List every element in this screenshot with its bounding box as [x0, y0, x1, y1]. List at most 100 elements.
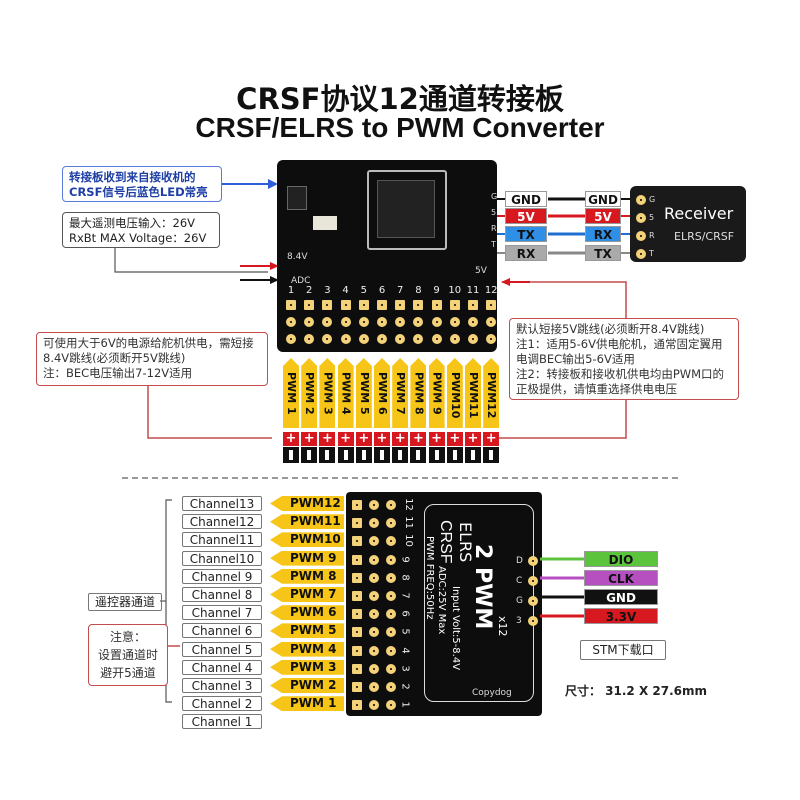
bottom-channel-number: 5 — [399, 628, 411, 636]
channel-label: Channel 2 — [182, 696, 262, 712]
stm-pad — [528, 576, 538, 586]
stm-pad-label: C — [516, 576, 523, 586]
solder-pad — [286, 300, 296, 310]
wire-tag-receiver: GND — [585, 191, 621, 207]
bottom-channel-number: 12 — [402, 498, 414, 511]
pwm-label-text: PWM 6 — [376, 372, 389, 415]
bottom-channel-number: 7 — [399, 592, 411, 599]
solder-pad — [352, 682, 362, 692]
label-5v: 5V — [475, 266, 487, 276]
bottom-channel-number: 1 — [399, 701, 411, 708]
pwm-label-tag: PWM 5 — [355, 358, 372, 428]
channel-number: 9 — [433, 285, 440, 296]
solder-pad — [413, 317, 424, 327]
solder-pad — [352, 518, 362, 529]
channel-number: 2 — [306, 285, 313, 296]
negative-pin — [446, 447, 463, 463]
solder-pad — [352, 500, 362, 510]
solder-pad — [386, 500, 396, 510]
mcu-outline — [367, 170, 447, 250]
top-board: 8.4V ADC 5V G 5 R T — [277, 160, 497, 352]
solder-pad — [340, 300, 351, 310]
solder-pad — [286, 334, 296, 344]
solder-pad — [369, 500, 379, 510]
receiver-pin-label: 5 — [649, 213, 655, 222]
label-adc: ADC — [291, 276, 311, 286]
solder-pad — [386, 518, 396, 529]
stm-pad-label: 3 — [516, 616, 522, 626]
pwm-output-tag: PWM 6 — [270, 605, 344, 621]
channel-number: 8 — [415, 285, 422, 296]
pwm-label-text: PWM11 — [467, 372, 480, 419]
solder-pad — [486, 334, 497, 344]
solder-pad — [386, 682, 396, 692]
title-chinese: CRSF协议12通道转接板 — [236, 82, 564, 116]
silk-freq: PWM FREQ:50Hz — [424, 536, 435, 620]
pwm-label-tag: PWM 6 — [374, 358, 390, 428]
positive-pin: + — [446, 432, 463, 446]
solder-pad — [369, 645, 379, 656]
silk-elrs: ELRS — [456, 522, 475, 563]
silk-input-volt: Input Volt:5-8.4V — [450, 586, 461, 671]
solder-pad — [377, 300, 387, 310]
pwm-label-text: PWM 3 — [321, 372, 335, 415]
solder-pad — [352, 700, 362, 711]
side-pin-label: G — [491, 192, 498, 201]
wire-tag-board: GND — [505, 191, 547, 207]
bottom-channel-number: 3 — [399, 665, 411, 672]
wire-tag-receiver: RX — [585, 226, 621, 242]
solder-pad — [386, 572, 396, 583]
pwm-label-text: PWM 4 — [339, 372, 353, 415]
channel-label: Channel12 — [182, 514, 262, 530]
receiver-pad — [636, 195, 646, 205]
stm-wires — [540, 557, 584, 618]
bottom-channel-number: 10 — [402, 534, 414, 548]
solder-pad — [358, 334, 369, 344]
pwm-label-tag: PWM 4 — [337, 358, 354, 428]
label-8-4v: 8.4V — [287, 252, 308, 262]
stm-pin-tag: DIO — [584, 551, 658, 567]
side-pin-label: T — [491, 240, 496, 249]
solder-pad — [386, 536, 396, 547]
pwm-label-text: PWM12 — [485, 372, 499, 419]
receiver-pad — [636, 249, 646, 259]
pwm-output-tag: PWM 4 — [270, 641, 344, 657]
silk-x12: x12 — [496, 616, 509, 637]
channel-number: 5 — [360, 285, 367, 296]
board-size: 尺寸： 31.2 X 27.6mm — [565, 684, 708, 698]
bottom-channel-number: 6 — [399, 610, 411, 617]
stm-download-label: STM下载口 — [580, 640, 666, 660]
solder-pad — [352, 536, 362, 547]
wire-tag-board: RX — [505, 245, 547, 261]
board-side-pins: G 5 R T — [477, 192, 497, 250]
wire-tag-receiver: 5V — [585, 208, 621, 224]
channel-number: 4 — [342, 285, 349, 296]
stm-pin-tag: CLK — [584, 570, 658, 586]
positive-pin: + — [355, 432, 372, 446]
solder-pad — [468, 300, 478, 310]
stm-pad-label: D — [516, 556, 523, 566]
channel-label: Channel 8 — [182, 587, 262, 602]
solder-pad — [386, 609, 396, 620]
solder-pad — [322, 334, 333, 344]
bottom-channel-number: 11 — [402, 516, 414, 530]
solder-pad — [304, 300, 315, 310]
solder-pad — [377, 334, 387, 344]
pwm-label-tag: PWM 1 — [283, 358, 299, 428]
stm-pad-label: G — [516, 596, 523, 606]
channel-label: Channel 4 — [182, 659, 262, 675]
pwm-output-tag: PWM12 — [270, 496, 344, 511]
pwm-label-text: PWM 2 — [303, 372, 317, 415]
stm-pad — [528, 596, 538, 606]
positive-pin: + — [465, 432, 481, 446]
solder-pad — [352, 663, 362, 674]
pwm-output-tag: PWM 1 — [270, 696, 344, 712]
pwm-label-tag: PWM10 — [446, 358, 463, 428]
note-max-voltage-en: RxBt MAX Voltage：26V — [69, 231, 207, 245]
solder-pad — [352, 572, 362, 583]
channel-label: Channel11 — [182, 532, 262, 548]
negative-pin — [319, 447, 336, 463]
positive-pin: + — [337, 432, 354, 446]
solder-pad — [340, 334, 351, 344]
